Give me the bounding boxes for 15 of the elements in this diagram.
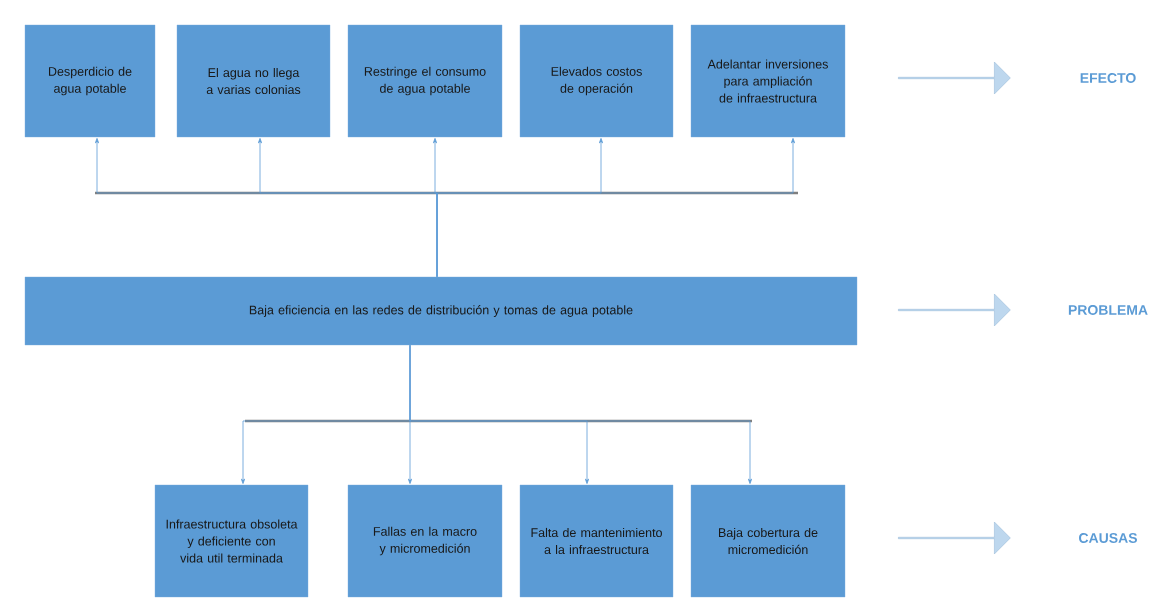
text-box: Baja eficiencia en las redes de distribución y tomas de agua potable: [24, 276, 858, 346]
text-box: Elevados costos de operación: [519, 24, 674, 138]
text-box: Baja cobertura de micromedición: [690, 484, 846, 598]
section-label: PROBLEMA: [1068, 305, 1148, 315]
text-box: Infraestructura obsoleta y deficiente con vida util terminada: [154, 484, 309, 598]
arrow: [409, 344, 752, 484]
text-box: El agua no llega a varias colonias: [176, 24, 331, 138]
section-label: EFECTO: [1080, 73, 1136, 83]
text-box: Fallas en la macro y micromedición: [347, 484, 503, 598]
section-label: CAUSAS: [1079, 533, 1137, 543]
text-box: Adelantar inversiones para ampliación de infraestructura: [690, 24, 846, 138]
arrow: [436, 138, 795, 278]
text-box: Desperdicio de agua potable: [24, 24, 156, 138]
text-box: Falta de mantenimiento a la infraestructura: [519, 484, 674, 598]
text-box: Restringe el consumo de agua potable: [347, 24, 503, 138]
